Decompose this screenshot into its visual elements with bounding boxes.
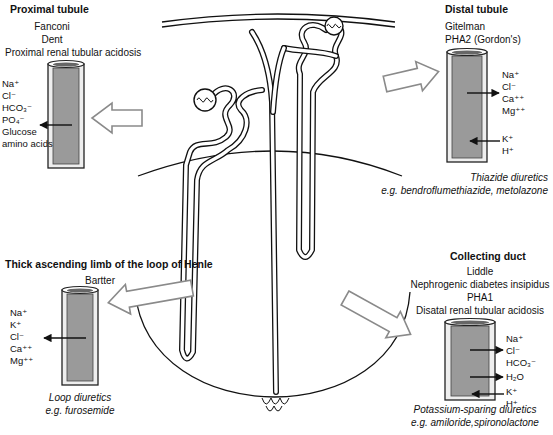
nephron-tubule xyxy=(299,25,342,257)
tubule-lumen xyxy=(53,68,79,164)
tubule-cylinder xyxy=(447,52,487,162)
segment-heading: Collecting duct xyxy=(450,250,526,262)
ion-label: Na⁺ xyxy=(10,308,27,319)
nephron-tubule xyxy=(182,88,262,358)
disorder-name: Nephrogenic diabetes insipidus xyxy=(411,279,550,291)
pointer-arrow xyxy=(382,57,442,99)
ion-label: Glucose xyxy=(2,127,37,138)
papilla-tuft xyxy=(266,406,282,411)
ion-label: H₂O xyxy=(506,372,524,383)
ion-label: amino acids xyxy=(2,139,53,150)
tubule-lumen xyxy=(53,63,79,67)
disorder-name: Fanconi xyxy=(34,21,70,33)
pointer-arrow xyxy=(106,273,195,317)
segment-heading: Distal tubule xyxy=(445,3,508,15)
glomerulus xyxy=(194,89,216,111)
ion-label: H⁺ xyxy=(502,146,514,157)
transport-arrow xyxy=(470,349,503,350)
pointer-arrow xyxy=(338,285,418,348)
tubule-lumen xyxy=(452,51,482,55)
segment-panel: Distal tubuleGitelmanPHA2 (Gordon's)Na⁺C… xyxy=(355,0,553,200)
disorder-name: PHA2 (Gordon's) xyxy=(445,34,521,46)
tubule-lumen xyxy=(451,326,489,396)
ion-label: Mg⁺⁺ xyxy=(10,356,33,367)
tubule-lumen xyxy=(451,321,489,325)
tubule-cylinder xyxy=(445,319,495,326)
segment-panel: Collecting ductLiddleNephrogenic diabete… xyxy=(395,250,553,435)
ion-label: Cl⁻ xyxy=(506,346,520,357)
ion-label: Na⁺ xyxy=(502,70,519,81)
tubule-cylinder xyxy=(445,322,495,400)
ion-label: Cl⁻ xyxy=(502,82,516,93)
disorder-name: Gitelman xyxy=(445,21,485,33)
transport-arrow xyxy=(40,124,72,125)
segment-panel: Proximal tubuleFanconiDentProximal renal… xyxy=(0,0,150,165)
connecting-tubule xyxy=(284,48,336,56)
tubule-cylinder xyxy=(48,61,84,68)
disorder-name: Dent xyxy=(41,34,62,46)
connecting-tubule xyxy=(284,48,336,56)
disorder-name: Liddle xyxy=(467,266,494,278)
ion-label: Cl⁻ xyxy=(2,91,16,102)
disorder-name: PHA1 xyxy=(467,292,493,304)
ion-label: Mg⁺⁺ xyxy=(502,106,525,117)
transport-arrow xyxy=(470,376,503,377)
drug-label: Potassium-sparing diuretics xyxy=(414,404,537,416)
ion-label: Ca⁺⁺ xyxy=(502,94,524,105)
ion-label: K⁺ xyxy=(502,134,513,145)
ion-label: K⁺ xyxy=(10,320,21,331)
transport-arrow xyxy=(467,92,499,93)
ion-label: PO₄⁻ xyxy=(2,115,25,126)
ion-label: HCO₃⁻ xyxy=(2,103,32,114)
tubule-lumen xyxy=(67,289,93,293)
transport-arrow xyxy=(472,393,504,394)
glomerulus xyxy=(197,98,213,102)
drug-label: Thiazide diuretics xyxy=(470,172,548,184)
drug-label: e.g. bendroflumethiazide, metolazone xyxy=(381,185,548,197)
ion-label: Ca⁺⁺ xyxy=(10,344,32,355)
nephron-tubule xyxy=(299,25,342,257)
tubule-cylinder xyxy=(62,287,98,294)
drug-label: e.g. amiloride,spironolactone xyxy=(411,417,539,429)
ion-label: Cl⁻ xyxy=(10,332,24,343)
nephron-tubule xyxy=(182,88,262,358)
tubule-cylinder xyxy=(48,64,84,168)
segment-heading: Proximal tubule xyxy=(10,3,89,15)
pointer-arrow xyxy=(92,103,142,133)
capsule-line xyxy=(162,19,395,27)
disorder-name: Bartter xyxy=(85,275,115,287)
ion-label: K⁺ xyxy=(506,387,517,398)
drug-label: Loop diuretics xyxy=(49,392,111,404)
transport-arrow xyxy=(44,337,86,338)
tubule-lumen xyxy=(452,56,482,158)
segment-panel: Thick ascending limb of the loop of Henl… xyxy=(0,255,240,425)
disorder-name: Disatal renal tubular acidosis xyxy=(416,305,544,317)
ion-label: Na⁺ xyxy=(2,79,19,90)
glomerulus xyxy=(325,17,343,35)
transport-arrow xyxy=(470,140,500,141)
connecting-tubule xyxy=(273,48,284,112)
ion-label: Na⁺ xyxy=(506,334,523,345)
ion-label: HCO₃⁻ xyxy=(506,358,536,369)
connecting-tubule xyxy=(273,48,284,112)
disorder-name: Proximal renal tubular acidosis xyxy=(5,47,141,59)
drug-label: e.g. furosemide xyxy=(46,405,115,417)
papilla-tuft xyxy=(262,398,289,404)
capsule-line xyxy=(162,14,395,22)
glomerulus xyxy=(327,24,341,27)
tubule-cylinder xyxy=(447,49,487,56)
segment-heading: Thick ascending limb of the loop of Henl… xyxy=(5,258,213,270)
